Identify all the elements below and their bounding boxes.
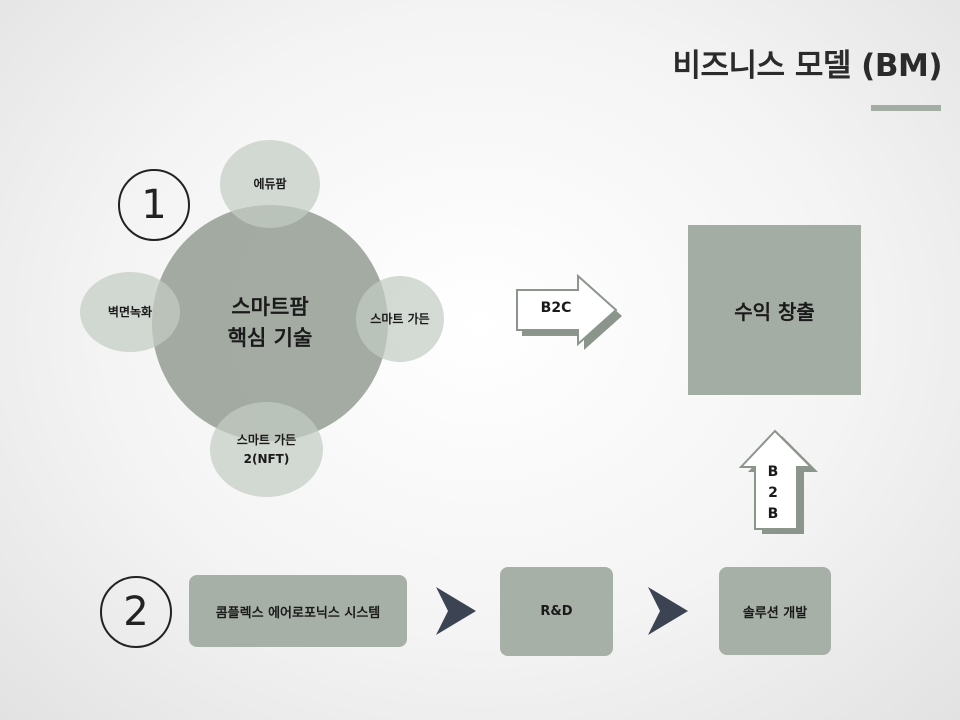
- core-tech-line1: 스마트팜: [231, 294, 309, 319]
- section-number-2: 2: [100, 576, 172, 648]
- core-tech-circle: 스마트팜 핵심 기술: [152, 205, 388, 441]
- b2c-arrow: [516, 273, 622, 350]
- b2b-letter-3: B: [767, 506, 779, 522]
- revenue-label: 수익 창출: [734, 299, 815, 324]
- smart-garden-circle: 스마트 가든: [356, 276, 444, 362]
- smart-garden-2-line2: 2(NFT): [243, 451, 290, 466]
- wall-greening-label: 벽면녹화: [107, 304, 153, 319]
- chevron-right-icon: [436, 587, 476, 635]
- core-tech-line2: 핵심 기술: [227, 326, 313, 350]
- page-title: 비즈니스 모델 (BM): [672, 48, 942, 84]
- edufarm-label: 에듀팜: [253, 176, 287, 191]
- section-number-1: 1: [118, 169, 190, 241]
- step-rnd-label: R&D: [540, 604, 573, 619]
- smart-garden-2-circle: 스마트 가든 2(NFT): [210, 402, 323, 497]
- step-aeroponics-box: 콤플렉스 에어로포닉스 시스템: [189, 575, 407, 647]
- b2b-letter-1: B: [767, 464, 779, 480]
- wall-greening-circle: 벽면녹화: [80, 272, 180, 352]
- b2b-arrow: [738, 429, 818, 534]
- edufarm-circle: 에듀팜: [220, 140, 320, 228]
- smart-garden-2-line1: 스마트 가든: [236, 432, 297, 447]
- b2b-label: B 2 B: [759, 462, 787, 525]
- step-solution-box: 솔루션 개발: [719, 567, 831, 655]
- step-aeroponics-label: 콤플렉스 에어로포닉스 시스템: [215, 605, 381, 621]
- chevron-right-icon: [648, 587, 688, 635]
- smart-garden-label: 스마트 가든: [370, 311, 430, 326]
- step-rnd-box: R&D: [500, 567, 613, 656]
- revenue-box: 수익 창출: [688, 225, 861, 395]
- title-underline: [871, 105, 941, 111]
- b2c-label: B2C: [540, 300, 572, 316]
- step-solution-label: 솔루션 개발: [742, 605, 808, 621]
- b2b-letter-2: 2: [768, 485, 778, 501]
